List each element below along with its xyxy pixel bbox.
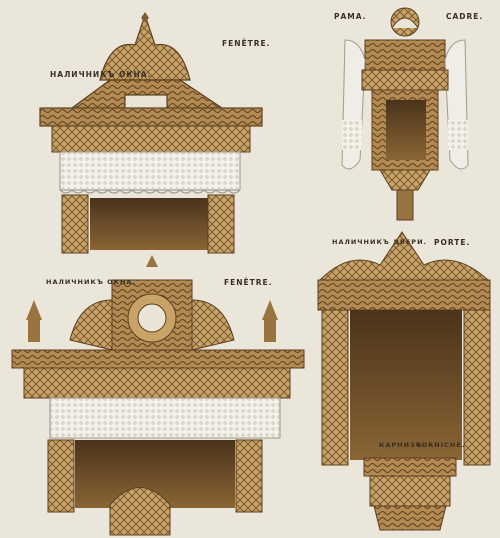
window-surround-bottom — [11, 255, 305, 536]
caption-cornice-fr: CORNICHE. — [416, 441, 466, 449]
caption-door-ru: НАЛИЧНИКЪ ДВЕРИ. — [332, 238, 427, 246]
caption-door-fr: PORTE. — [434, 238, 471, 247]
mirror-frame — [341, 7, 469, 221]
caption-window-top-fr: FENÊTRE. — [222, 39, 271, 48]
window-surround-top — [39, 12, 263, 254]
caption-window-bottom-fr: FENÊTRE. — [224, 278, 273, 287]
caption-cornice-ru: КАРНИЗЪ. — [379, 441, 427, 449]
caption-frame-ru: РАМА. — [334, 12, 367, 21]
caption-window-bottom-ru: НАЛИЧНИКЪ ОКНА. — [46, 278, 136, 286]
door-surround — [317, 231, 491, 466]
cornice — [363, 457, 457, 531]
caption-frame-fr: CADRE. — [446, 12, 484, 21]
caption-window-top-ru: НАЛИЧНИКЪ ОКНА. — [50, 70, 152, 79]
